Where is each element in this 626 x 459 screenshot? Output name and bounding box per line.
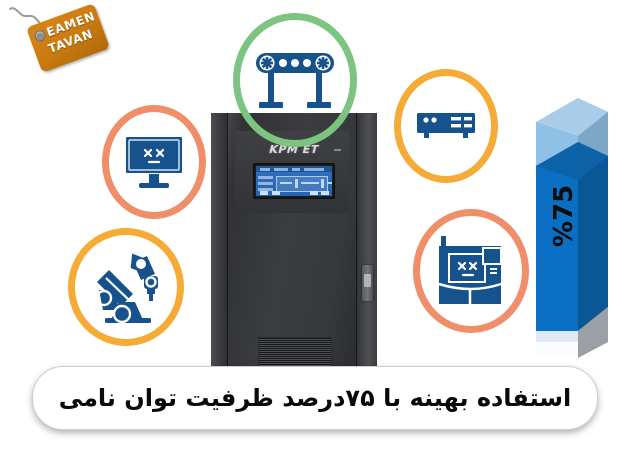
bar-base-side xyxy=(578,307,608,358)
machine-glyph xyxy=(438,236,502,304)
robot-arm-glyph xyxy=(95,253,158,324)
ups-status-led-icon xyxy=(334,149,341,151)
eamen-tavan-tag: EAMEN TAVAN xyxy=(6,2,111,74)
bar-value-label: %75 xyxy=(549,184,579,247)
lcd-status-bar xyxy=(256,166,332,172)
ups-seam-left xyxy=(227,113,228,375)
ups-ventilation-grille xyxy=(258,337,332,367)
bar-empty-top xyxy=(536,98,608,136)
bar-fill-side xyxy=(578,156,608,331)
ups-cabinet: KPM ET xyxy=(211,113,377,375)
ups-seam-right xyxy=(356,113,357,375)
computer-monitor-icon[interactable] xyxy=(102,105,206,219)
robotic-arm-icon[interactable] xyxy=(68,228,184,346)
bar-fill-top xyxy=(536,142,608,180)
ups-lcd-bezel xyxy=(253,163,335,199)
tag-hole-icon xyxy=(33,28,48,43)
tag-string-icon xyxy=(9,7,42,26)
bar-chart-3d xyxy=(536,98,608,362)
ups-lcd-screen[interactable] xyxy=(256,166,332,196)
ups-door-handle[interactable] xyxy=(362,265,373,301)
conveyor-belt-icon[interactable] xyxy=(233,13,357,147)
industrial-machine-icon[interactable] xyxy=(413,209,529,333)
lcd-power-diagram xyxy=(276,176,332,192)
conveyor-glyph xyxy=(256,53,334,108)
caption-banner: استفاده بهینه با ۷۵درصد ظرفیت توان نامی xyxy=(32,366,598,430)
server-device-icon[interactable] xyxy=(394,69,498,183)
server-glyph xyxy=(417,113,475,138)
caption-text: استفاده بهینه با ۷۵درصد ظرفیت توان نامی xyxy=(58,383,572,412)
monitor-glyph xyxy=(124,135,184,188)
ups-right-edge xyxy=(356,113,377,375)
capacity-bar-chart: %75 xyxy=(536,92,610,362)
ups-left-edge xyxy=(211,113,227,375)
